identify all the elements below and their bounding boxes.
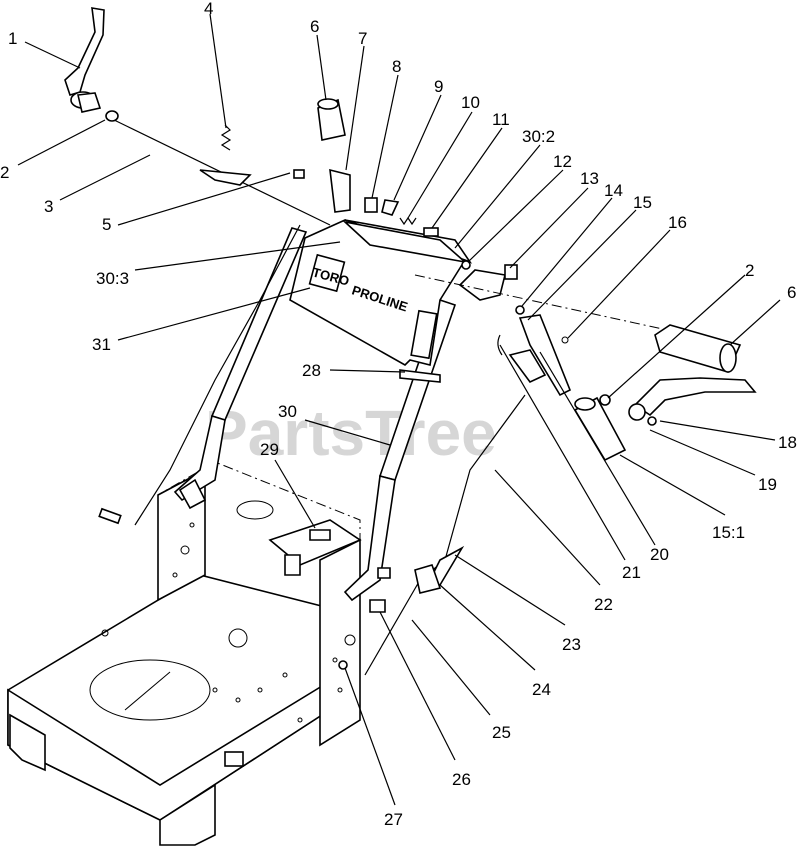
callout-29: 29 — [260, 440, 279, 459]
callout-7: 7 — [358, 29, 367, 48]
callout-11: 11 — [492, 110, 510, 129]
callout-2: 2 — [0, 163, 9, 182]
leader-lines — [17, 13, 781, 806]
callout-8: 8 — [392, 57, 401, 76]
callout-6b: 6 — [787, 283, 796, 302]
callout-1: 1 — [8, 29, 17, 48]
callout-28: 28 — [302, 361, 321, 380]
callout-9: 9 — [434, 77, 443, 96]
callout-16: 16 — [668, 213, 687, 232]
callout-15: 15 — [633, 193, 652, 212]
callout-19: 19 — [758, 475, 777, 494]
callout-10: 10 — [461, 93, 480, 112]
callout-30: 30 — [278, 402, 297, 421]
callout-labels: 1 2 3 4 5 6 7 8 9 10 11 30:2 12 13 14 15… — [0, 0, 797, 829]
callout-20: 20 — [650, 545, 669, 564]
callout-21: 21 — [622, 563, 641, 582]
callout-26: 26 — [452, 770, 471, 789]
callout-3: 3 — [44, 197, 53, 216]
callout-4: 4 — [204, 0, 213, 18]
callout-2b: 2 — [745, 261, 754, 280]
callout-14: 14 — [604, 181, 623, 200]
callout-5: 5 — [102, 215, 111, 234]
callout-25: 25 — [492, 723, 511, 742]
callout-24: 24 — [532, 680, 551, 699]
handle-assembly: TORO PROLINE — [64, 7, 757, 676]
callout-18: 18 — [778, 433, 797, 452]
callout-30-3: 30:3 — [96, 269, 129, 288]
base-frame — [7, 461, 362, 846]
callout-6: 6 — [310, 17, 319, 36]
callout-30-2: 30:2 — [522, 127, 555, 146]
callout-15-1: 15:1 — [712, 523, 745, 542]
callout-12: 12 — [553, 152, 572, 171]
callout-22: 22 — [594, 595, 613, 614]
callout-27: 27 — [384, 810, 403, 829]
callout-13: 13 — [580, 169, 599, 188]
callout-31: 31 — [92, 335, 111, 354]
callout-23: 23 — [562, 635, 581, 654]
